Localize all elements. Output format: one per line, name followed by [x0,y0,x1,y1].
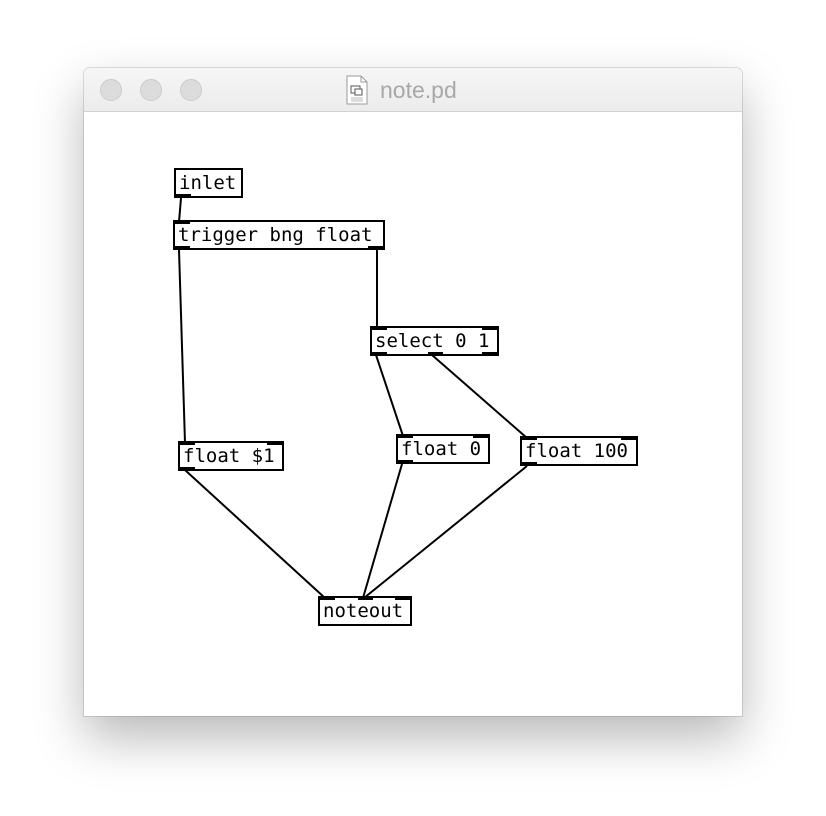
object-label: float $1 [183,445,275,467]
inlet-port-right[interactable] [267,441,282,445]
outlet-port[interactable] [180,467,195,471]
object-label: float 0 [401,438,482,460]
inlet-port[interactable] [522,436,537,440]
wire-float-zero-to-noteout [362,463,403,599]
float-hundred-object[interactable]: float 100 [520,436,638,466]
trigger-object[interactable]: trigger bng float [173,220,385,250]
inlet-port[interactable] [175,220,190,224]
outlet-port-1[interactable] [428,352,443,356]
close-button[interactable] [100,79,122,101]
inlet-port[interactable] [372,326,387,330]
outlet-port[interactable] [522,462,537,466]
object-label: inlet [179,172,237,194]
outlet-port-0[interactable] [372,352,387,356]
inlet-port[interactable] [398,434,413,438]
float-arg-object[interactable]: float $1 [178,441,284,471]
outlet-port-bang[interactable] [175,246,190,250]
inlet-object[interactable]: inlet [174,168,243,198]
object-label: float 100 [525,440,628,462]
outlet-port[interactable] [398,460,413,464]
minimize-button[interactable] [140,79,162,101]
pd-document-icon [346,75,368,105]
inlet-port-channel[interactable] [395,596,410,600]
select-object[interactable]: select 0 1 [370,326,499,356]
wire-select-to-float-zero [375,354,404,437]
patch-connections [178,197,528,599]
inlet-port-right[interactable] [482,326,497,330]
wire-select-to-float-hundred [431,354,528,439]
outlet-port[interactable] [176,194,191,198]
object-label: select 0 1 [375,330,490,352]
inlet-port[interactable] [180,441,195,445]
wire-float-arg-to-noteout [184,469,326,599]
window-title: note.pd [380,76,457,103]
title-bar[interactable]: note.pd [84,68,742,112]
inlet-port-right[interactable] [473,434,488,438]
inlet-port-velocity[interactable] [358,596,373,600]
object-label: trigger bng float [178,224,373,246]
inlet-port-right[interactable] [621,436,636,440]
window-title-group: note.pd [346,74,457,106]
wire-inlet-to-trigger [178,197,182,223]
patch-window: note.pd inlet trigger bng float select 0… [84,68,742,716]
inlet-port-note[interactable] [320,596,335,600]
float-zero-object[interactable]: float 0 [396,434,490,464]
patch-canvas[interactable]: inlet trigger bng float select 0 1 float… [84,112,742,716]
outlet-port-reject[interactable] [482,352,497,356]
noteout-object[interactable]: noteout [318,596,412,626]
object-label: noteout [323,600,404,622]
outlet-port-float[interactable] [368,246,383,250]
zoom-button[interactable] [180,79,202,101]
wire-float-hundred-to-noteout [363,465,528,599]
wire-trigger-to-float-arg [178,249,186,444]
